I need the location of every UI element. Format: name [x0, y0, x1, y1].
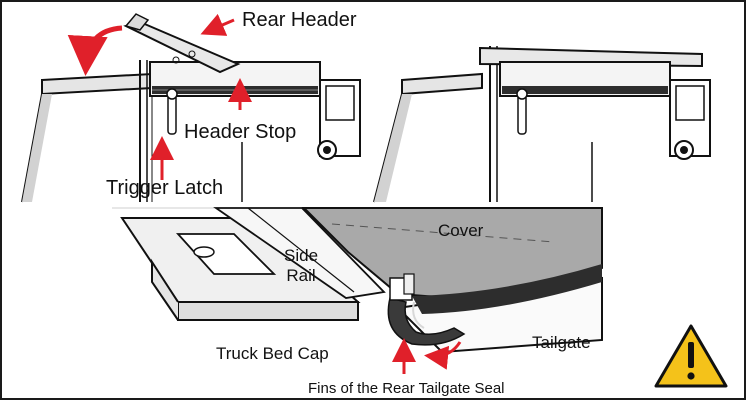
seal-fold-arrow: [424, 341, 462, 370]
panel-header-open: [21, 13, 361, 203]
panel-header-closed: [373, 46, 711, 203]
header-stop-label: Header Stop: [184, 121, 297, 143]
cover-label: Cover: [438, 221, 484, 240]
panel-tailgate-seal: [112, 207, 603, 374]
trigger-latch-label: Trigger Latch: [106, 177, 224, 199]
tailgate-label: Tailgate: [532, 333, 591, 352]
rotate-arrow: [67, 25, 123, 76]
rear-header-arrow: [200, 13, 235, 36]
side-rail-label: Side Rail: [284, 246, 319, 285]
truck-bed-cap-label: Truck Bed Cap: [216, 344, 329, 363]
seal-fins-label: Fins of the Rear Tailgate Seal: [308, 380, 505, 397]
rear-header-label: Rear Header: [242, 9, 357, 31]
warning-icon: [654, 324, 728, 388]
